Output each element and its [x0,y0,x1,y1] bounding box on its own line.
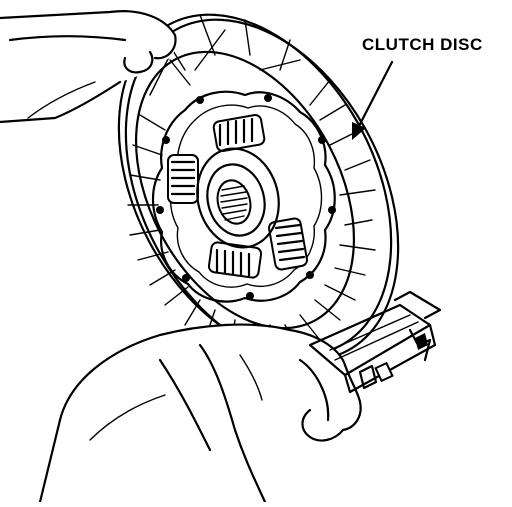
damper-springs [167,114,308,279]
splined-hub [196,147,280,249]
disc-outer-rim [124,18,400,362]
leader-arrowhead [352,122,366,140]
hub-bore [216,179,252,225]
lower-hand [38,323,362,504]
clutch-disc-label: CLUTCH DISC [362,35,483,54]
tool-side [343,323,437,394]
hub-splines [220,185,248,221]
tool-ridges [329,314,419,361]
tool-jaw [393,290,442,320]
upper-hand [0,10,177,124]
leader-line [356,60,394,130]
spring-coils-top [218,117,254,147]
hub-plate [152,90,336,303]
hub-boss [206,163,266,237]
spring-coils-right [274,223,306,262]
hub-plate-inner [169,104,323,288]
friction-segments [127,14,376,356]
tool-knob [374,361,394,383]
spring-coils-left [170,160,196,196]
callout-leader [352,60,394,140]
rivets [156,94,336,300]
tool-block [358,364,378,390]
alignment-tool [308,290,442,394]
hub-flange [196,147,280,249]
clutch-disc [117,13,400,362]
tool-latch [415,333,428,350]
spring-coils-bottom [215,248,251,278]
